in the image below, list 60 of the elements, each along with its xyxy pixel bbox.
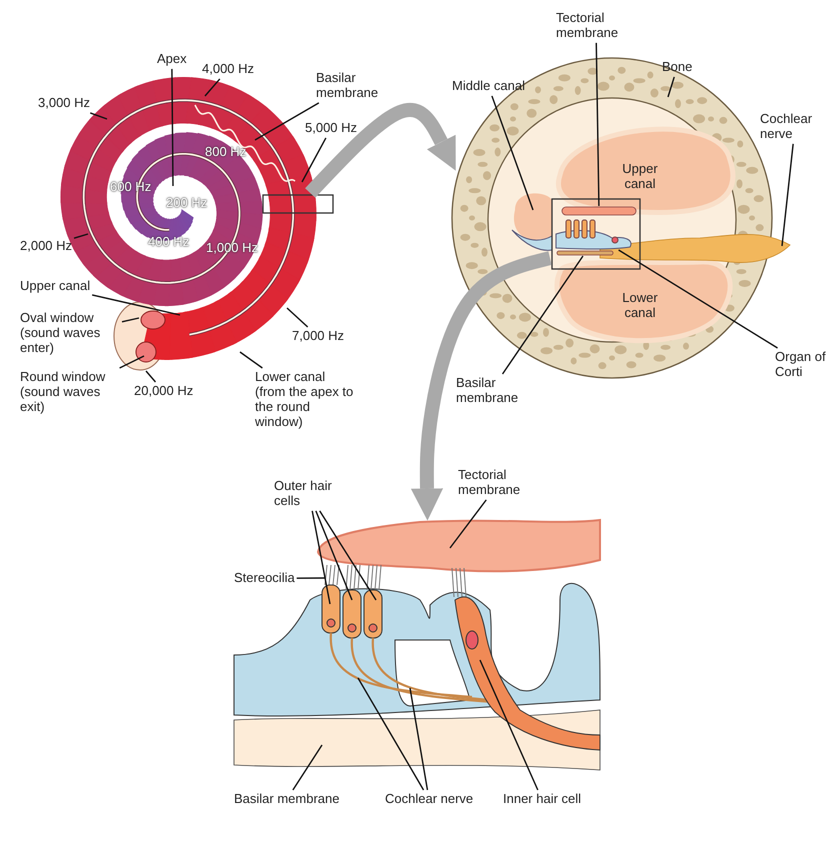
anatomy-label: Round window (sound waves exit): [20, 370, 120, 415]
anatomy-label: Apex: [157, 52, 187, 67]
curved-arrow: [305, 102, 456, 198]
zoom-frame: [262, 194, 334, 214]
anatomy-label: Stereocilia: [234, 571, 295, 586]
leader-line: [254, 102, 320, 141]
leader-line: [502, 256, 584, 374]
anatomy-label: Middle canal: [452, 79, 525, 94]
leader-line: [449, 499, 487, 548]
leader-line: [315, 510, 353, 600]
anatomy-label: Basilar membrane: [316, 71, 380, 101]
leader-line: [319, 510, 377, 600]
leader-line: [145, 370, 156, 382]
leader-line: [122, 317, 140, 322]
anatomy-label: 4,000 Hz: [202, 62, 254, 77]
tectorial-membrane-strip: [562, 206, 636, 216]
anatomy-label: 7,000 Hz: [292, 329, 344, 344]
anatomy-label: Basilar membrane: [234, 792, 340, 807]
anatomy-label: Basilar membrane: [456, 376, 526, 406]
leader-line: [92, 294, 180, 316]
anatomy-label: Bone: [662, 60, 692, 75]
hair-cell-cluster-drawing: [556, 220, 632, 250]
anatomy-label: Oval window (sound waves enter): [20, 311, 120, 356]
leader-line: [618, 249, 778, 349]
frequency-label: 200 Hz: [166, 196, 208, 211]
anatomy-label: Outer hair cells: [274, 479, 344, 509]
basilar-membrane-strip: [556, 250, 614, 256]
leader-line: [292, 744, 323, 790]
leader-line: [286, 307, 308, 328]
anatomy-label: Lower canal (from the apex to the round window): [255, 370, 359, 430]
organ-of-corti-detail-drawing: [234, 519, 601, 770]
anatomy-label: Cochlear nerve: [385, 792, 474, 807]
anatomy-label: Tectorial membrane: [556, 11, 636, 41]
leader-line: [74, 233, 88, 239]
curved-arrow: [410, 251, 552, 521]
anatomy-label: 20,000 Hz: [134, 384, 194, 399]
anatomy-label: 3,000 Hz: [38, 96, 90, 111]
leader-line: [312, 510, 331, 604]
leader-line: [204, 78, 220, 96]
leader-line: [90, 112, 108, 120]
leader-line: [667, 76, 675, 98]
anatomy-label: 2,000 Hz: [20, 239, 72, 254]
leader-line: [296, 577, 325, 579]
anatomy-label: Cochlear nerve: [760, 112, 830, 142]
anatomy-label: 5,000 Hz: [305, 121, 358, 136]
leader-line: [301, 138, 326, 182]
anatomy-label: Tectorial membrane: [458, 468, 540, 498]
leader-line: [357, 678, 424, 790]
leader-line: [479, 660, 538, 790]
anatomy-label: Inner hair cell: [503, 792, 582, 807]
leader-line: [240, 351, 263, 369]
region-label: Lower canal: [621, 291, 659, 321]
anatomy-label: Upper canal: [20, 279, 90, 294]
anatomy-label: Organ of Corti: [775, 350, 835, 380]
leader-line: [409, 688, 428, 790]
region-label: Upper canal: [621, 162, 659, 192]
leader-line: [171, 68, 174, 186]
leader-line: [119, 355, 144, 369]
zoom-frame: [551, 198, 641, 270]
leader-line: [781, 144, 794, 246]
